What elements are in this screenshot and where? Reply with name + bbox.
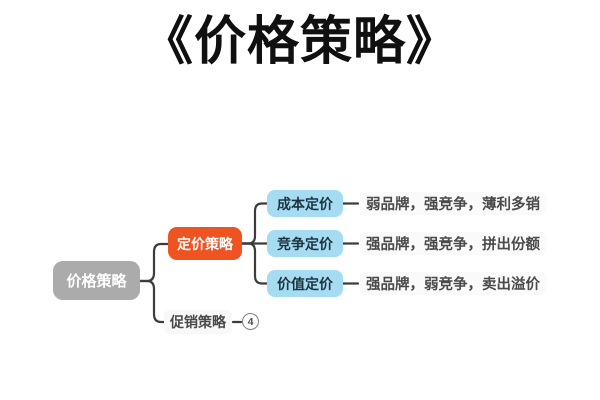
- leaf-note-cost-pricing: 弱品牌，强竞争，薄利多销: [360, 192, 546, 215]
- connector-root-to-promotion: [138, 279, 167, 324]
- collapsed-count-badge: 4: [242, 313, 259, 330]
- page-title: 《价格策略》: [140, 13, 459, 71]
- child-node-cost-pricing: 成本定价: [267, 190, 343, 217]
- leaf-note-competitive-pricing: 强品牌，强竞争，拼出份额: [360, 232, 546, 255]
- branch-node-pricing-strategy: 定价策略: [168, 227, 242, 260]
- connector-root-to-pricing: [138, 242, 170, 283]
- root-node-price-strategy: 价格策略: [53, 261, 140, 300]
- child-node-value-pricing: 价值定价: [267, 270, 343, 297]
- child-node-competitive-pricing: 竞争定价: [267, 230, 343, 257]
- connector-pricing-to-value: [240, 242, 269, 285]
- leaf-note-value-pricing: 强品牌，弱竞争，卖出溢价: [360, 272, 546, 295]
- connector-pricing-to-cost: [240, 202, 269, 245]
- branch-node-promotion-strategy: 促销策略: [164, 310, 232, 334]
